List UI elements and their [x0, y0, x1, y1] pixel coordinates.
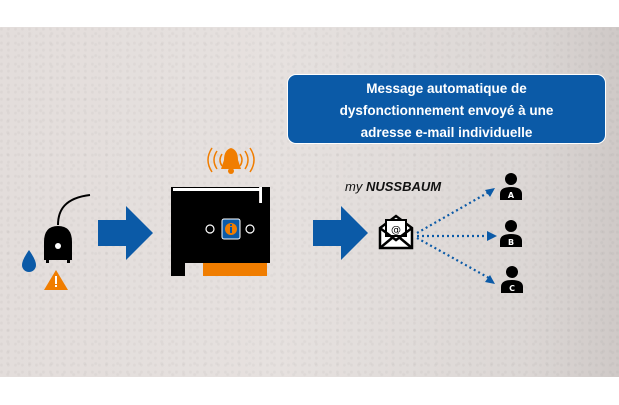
recipient-a: A	[496, 172, 526, 202]
recipient-c: C	[497, 265, 527, 295]
distribution-lines	[416, 188, 497, 284]
control-unit-icon	[171, 187, 270, 276]
arrowhead-b	[487, 231, 497, 241]
recipient-label: A	[508, 191, 515, 200]
alarm-bell-icon	[207, 147, 255, 174]
person-icon: C	[501, 266, 523, 293]
email-envelope-icon: @	[378, 214, 414, 250]
arrowhead-a	[485, 188, 495, 197]
message-line-3: adresse e-mail individuelle	[360, 125, 533, 140]
message-box: Message automatique de dysfonctionnement…	[287, 74, 606, 144]
brand-name: NUSSBAUM	[365, 179, 442, 194]
water-sensor-icon	[44, 194, 91, 263]
message-line-2: dysfonctionnement envoyé à une	[339, 103, 554, 118]
sensor-group	[22, 194, 91, 290]
dotted-line-c	[416, 237, 490, 279]
message-line-1: Message automatique de	[366, 81, 527, 96]
brand-prefix: my	[345, 179, 363, 194]
arrowhead-c	[485, 275, 495, 284]
svg-text:@: @	[391, 225, 401, 236]
arrow-right-icon	[313, 206, 368, 260]
brand-label: my NUSSBAUM	[345, 179, 441, 194]
warning-triangle-icon	[44, 270, 68, 290]
person-icon: B	[500, 220, 522, 247]
recipient-label: C	[509, 284, 515, 293]
dotted-line-a	[416, 191, 490, 234]
recipient-b: B	[496, 219, 526, 249]
arrow-right-icon	[98, 206, 153, 260]
recipient-label: B	[508, 238, 514, 247]
person-icon: A	[500, 173, 522, 200]
water-drop-icon	[22, 250, 36, 272]
info-icon	[221, 218, 241, 240]
